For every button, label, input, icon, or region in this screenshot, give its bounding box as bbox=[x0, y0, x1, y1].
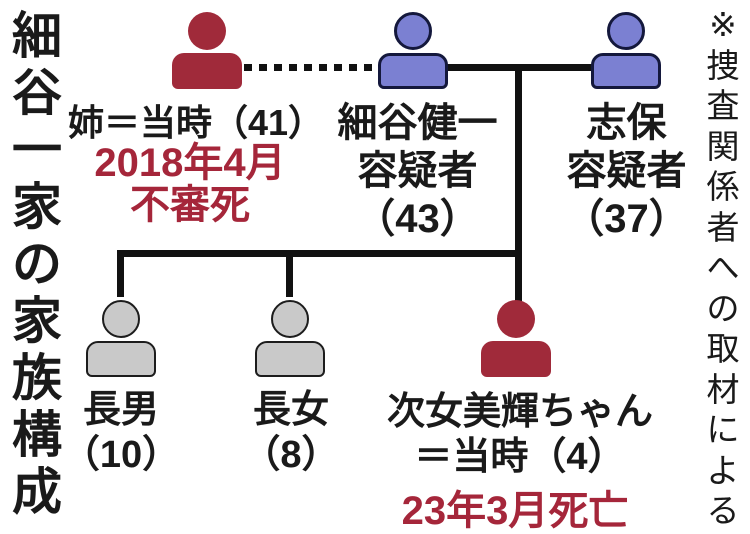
eldest-son-drop-line bbox=[117, 250, 124, 297]
person-head-icon bbox=[102, 300, 140, 338]
second-daughter-icon bbox=[481, 300, 551, 377]
second-daughter-status: 23年3月死亡 bbox=[401, 489, 629, 533]
person-head-icon bbox=[607, 12, 645, 50]
person-torso-icon bbox=[255, 341, 325, 377]
person-head-icon bbox=[497, 300, 535, 338]
couple-drop-line bbox=[515, 64, 522, 302]
kenichi-icon bbox=[378, 12, 448, 89]
second-daughter-label: 次女美輝ちゃん ＝当時（4） bbox=[386, 391, 653, 478]
sister-label: 姉＝当時（41） bbox=[68, 102, 325, 143]
sister-marriage-dashed-line bbox=[244, 64, 373, 71]
person-torso-icon bbox=[591, 53, 661, 89]
eldest-daughter-drop-line bbox=[286, 250, 293, 297]
kenichi-label: 細谷健一 容疑者 （43） bbox=[337, 101, 498, 241]
person-torso-icon bbox=[481, 341, 551, 377]
sister-icon bbox=[172, 12, 242, 89]
eldest-daughter-icon bbox=[255, 300, 325, 377]
person-head-icon bbox=[188, 12, 226, 50]
shiho-label: 志保 容疑者 （37） bbox=[564, 101, 689, 241]
person-head-icon bbox=[271, 300, 309, 338]
eldest-son-label: 長男 （10） bbox=[61, 389, 181, 476]
sister-status: 2018年4月 不審死 bbox=[94, 141, 286, 227]
person-torso-icon bbox=[86, 341, 156, 377]
shiho-icon bbox=[591, 12, 661, 89]
person-head-icon bbox=[394, 12, 432, 50]
eldest-son-icon bbox=[86, 300, 156, 377]
chart-title: 細 谷 一 家 の 家 族 構 成 bbox=[12, 8, 62, 520]
source-note: ※ 捜 査 関 係 者 へ の 取 材 に よ る bbox=[706, 6, 740, 529]
eldest-daughter-label: 長女 （8） bbox=[242, 389, 340, 476]
sibling-line bbox=[117, 250, 522, 257]
person-torso-icon bbox=[172, 53, 242, 89]
person-torso-icon bbox=[378, 53, 448, 89]
